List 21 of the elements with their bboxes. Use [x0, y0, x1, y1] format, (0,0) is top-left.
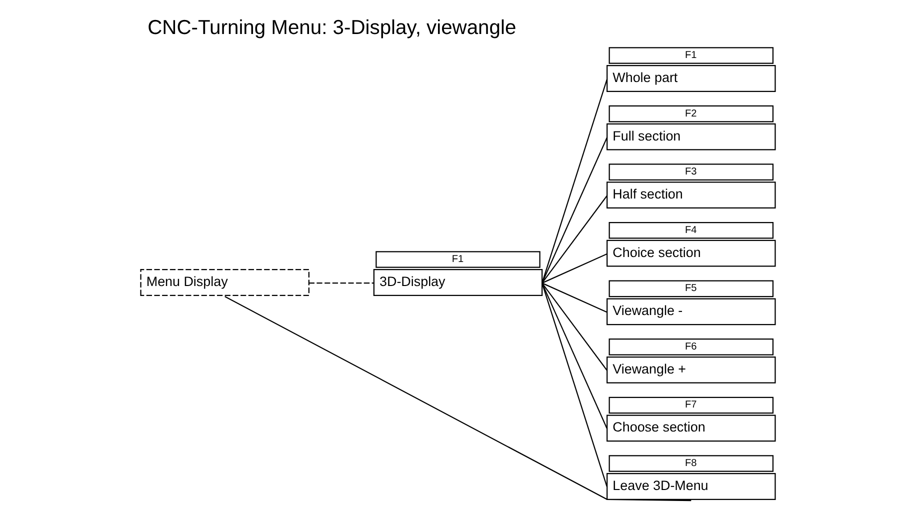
node-label: F5: [684, 282, 696, 294]
node-label: F1: [684, 49, 696, 60]
diagram-title: CNC-Turning Menu: 3-Display, viewangle: [147, 16, 516, 39]
connector: [541, 282, 608, 428]
connector: [224, 296, 691, 501]
connector: [541, 282, 608, 370]
connector: [541, 282, 608, 487]
node-label: F8: [684, 457, 696, 468]
node-box: Menu Display: [140, 268, 309, 296]
connector: [541, 194, 608, 283]
connector: [541, 252, 607, 284]
connector: [541, 78, 608, 283]
node-label: F3: [684, 166, 696, 178]
node-label: F1: [451, 253, 464, 264]
node-label: F6: [684, 340, 696, 352]
connector: [541, 282, 607, 312]
connector: [308, 282, 374, 284]
node-label: F4: [684, 224, 696, 236]
node-label: F7: [684, 399, 696, 410]
connector: [541, 136, 608, 283]
node-label: F2: [684, 108, 696, 119]
